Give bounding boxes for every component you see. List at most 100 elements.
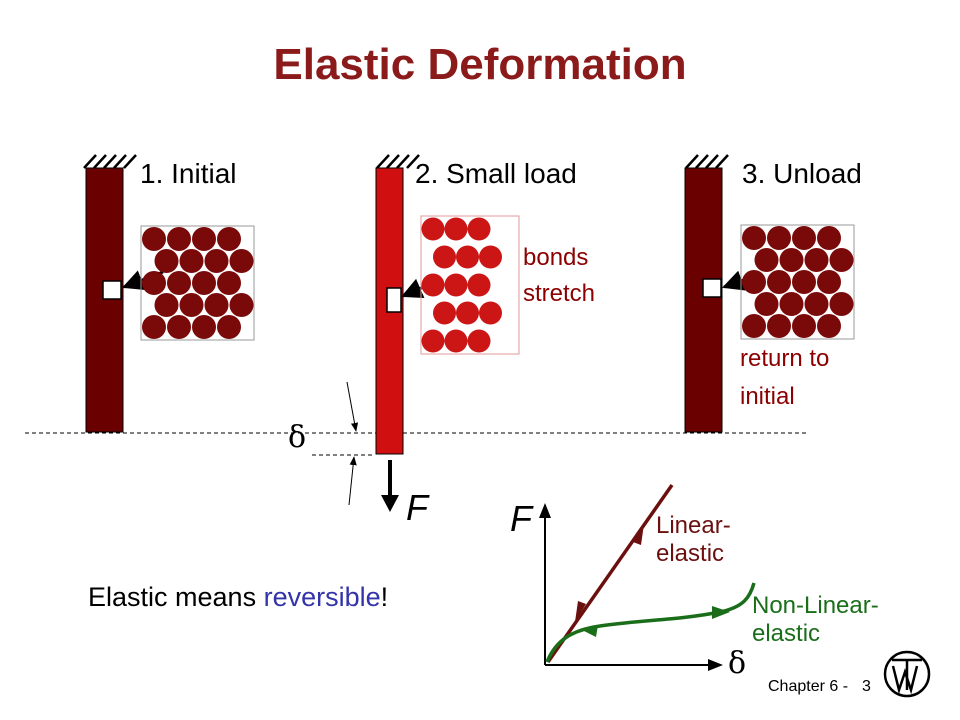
atom (767, 226, 791, 250)
atom (217, 315, 241, 339)
atom (433, 245, 456, 269)
non-linear-elastic-curve (545, 582, 756, 663)
statement-highlight: reversible (263, 582, 381, 612)
atom (421, 273, 445, 297)
slide-footer: Chapter 6 - 3 (768, 678, 871, 696)
atom (167, 271, 191, 295)
linear-elastic-line1: Linear- (656, 512, 731, 539)
publisher-logo-icon (883, 650, 931, 698)
marker-loaded (386, 287, 402, 313)
atoms-unloaded (742, 226, 854, 338)
atom (421, 329, 445, 353)
atom (792, 314, 816, 338)
atom (167, 315, 191, 339)
atom (742, 226, 766, 250)
atom (421, 217, 445, 241)
delta-symbol: δ (288, 420, 307, 455)
linear-down-arrow (575, 601, 586, 622)
atom-box-unloaded (740, 224, 855, 340)
marker-initial (102, 280, 122, 300)
atom-box-loaded (420, 215, 520, 355)
graph-y-label: F (510, 498, 532, 539)
atom (767, 314, 791, 338)
atoms-loaded (421, 217, 502, 353)
atom (142, 271, 166, 295)
footer-chapter: Chapter 6 - (768, 678, 849, 695)
atom (804, 292, 829, 316)
atom (192, 315, 216, 339)
return-initial-note: return to initial (740, 340, 829, 416)
atom (192, 271, 216, 295)
atom (792, 226, 816, 250)
atom (817, 226, 841, 250)
atom (204, 249, 229, 273)
wall-hatch-icon (83, 154, 729, 169)
atom (479, 245, 502, 269)
atom (204, 293, 229, 317)
atom (444, 273, 468, 297)
atom (229, 293, 254, 317)
bonds-stretch-line2: stretch (523, 280, 596, 307)
return-initial-line2: initial (740, 383, 795, 410)
atom (467, 217, 491, 241)
atom (742, 314, 766, 338)
linear-up-arrow (633, 524, 644, 545)
atom (167, 227, 191, 251)
atom (817, 270, 841, 294)
linear-elastic-label: Linear- elastic (656, 512, 731, 568)
atom (217, 271, 241, 295)
atom (467, 273, 491, 297)
atom (433, 301, 456, 325)
footer-page: 3 (862, 678, 871, 695)
atom (444, 329, 468, 353)
force-label: F (406, 487, 428, 528)
graph-y-arrowhead (539, 503, 551, 518)
atom (229, 249, 254, 273)
force-arrowhead (381, 495, 399, 512)
atom (142, 315, 166, 339)
stage-label-unload: 3. Unload (742, 158, 862, 189)
atom (179, 293, 204, 317)
non-linear-elastic-line2: elastic (752, 620, 821, 647)
atom (179, 249, 204, 273)
graph-x-arrowhead (708, 659, 723, 671)
statement-after: ! (380, 582, 389, 612)
delta-arrow-bottom (348, 456, 357, 506)
statement-before: Elastic means (88, 582, 264, 612)
bar-unloaded (684, 167, 723, 433)
atom (829, 292, 854, 316)
slide-title: Elastic Deformation (273, 40, 687, 89)
atom (779, 248, 804, 272)
atom-box-initial (140, 225, 255, 341)
atom (754, 248, 779, 272)
non-linear-elastic-label: Non-Linear- elastic (752, 592, 879, 648)
atom (456, 301, 479, 325)
atom (217, 227, 241, 251)
atom (467, 329, 491, 353)
bar-initial (85, 167, 124, 433)
linear-elastic-line2: elastic (656, 540, 725, 567)
atom (779, 292, 804, 316)
atom (829, 248, 854, 272)
non-linear-elastic-line1: Non-Linear- (752, 592, 879, 619)
graph-x-label: δ (728, 646, 747, 681)
atom (479, 301, 502, 325)
atom (142, 227, 166, 251)
return-initial-line1: return to (740, 345, 830, 372)
stage-label-initial: 1. Initial (140, 158, 237, 189)
atom (154, 293, 179, 317)
atom (444, 217, 468, 241)
atom (792, 270, 816, 294)
non-linear-up-arrow (712, 606, 730, 619)
atom (742, 270, 766, 294)
non-linear-down-arrow (580, 625, 598, 637)
atom (804, 248, 829, 272)
atom (154, 249, 179, 273)
stage-label-small-load: 2. Small load (415, 158, 577, 189)
atom (817, 314, 841, 338)
delta-arrow-top (346, 381, 359, 432)
elastic-statement: Elastic means reversible! (88, 582, 388, 613)
bonds-stretch-line1: bonds (523, 244, 589, 271)
atom (754, 292, 779, 316)
